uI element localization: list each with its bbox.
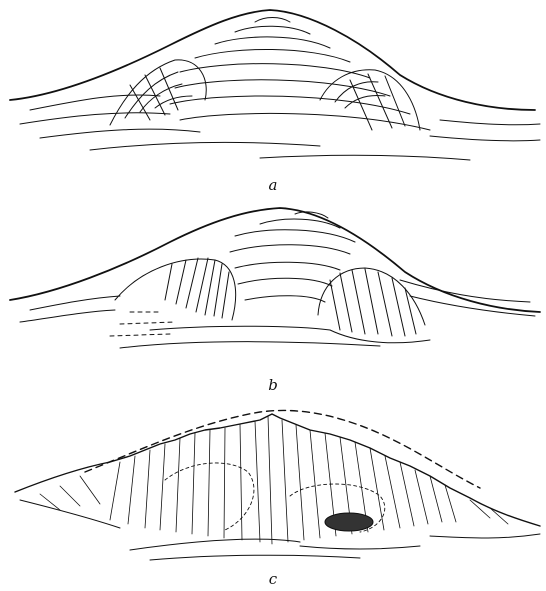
panel-c-foreground-lines bbox=[20, 500, 540, 560]
panel-b: b bbox=[0, 200, 546, 400]
panel-b-drawing bbox=[0, 200, 546, 370]
panel-b-right-cirque bbox=[318, 268, 430, 343]
panel-a-drawing bbox=[0, 0, 546, 170]
panel-a-contours bbox=[20, 18, 540, 161]
panel-c-ridge-outline bbox=[15, 414, 540, 526]
panel-b-left-cirque bbox=[110, 258, 236, 336]
panel-c-tarn bbox=[325, 513, 373, 531]
panel-a: a bbox=[0, 0, 546, 200]
panel-c-caption: c bbox=[0, 570, 546, 588]
panel-c-drawing bbox=[0, 400, 546, 570]
panel-b-contours bbox=[20, 212, 535, 348]
panel-b-caption: b bbox=[0, 376, 546, 394]
panel-a-outline bbox=[10, 10, 535, 110]
panel-c: c bbox=[0, 400, 546, 591]
panel-a-caption: a bbox=[0, 176, 546, 194]
